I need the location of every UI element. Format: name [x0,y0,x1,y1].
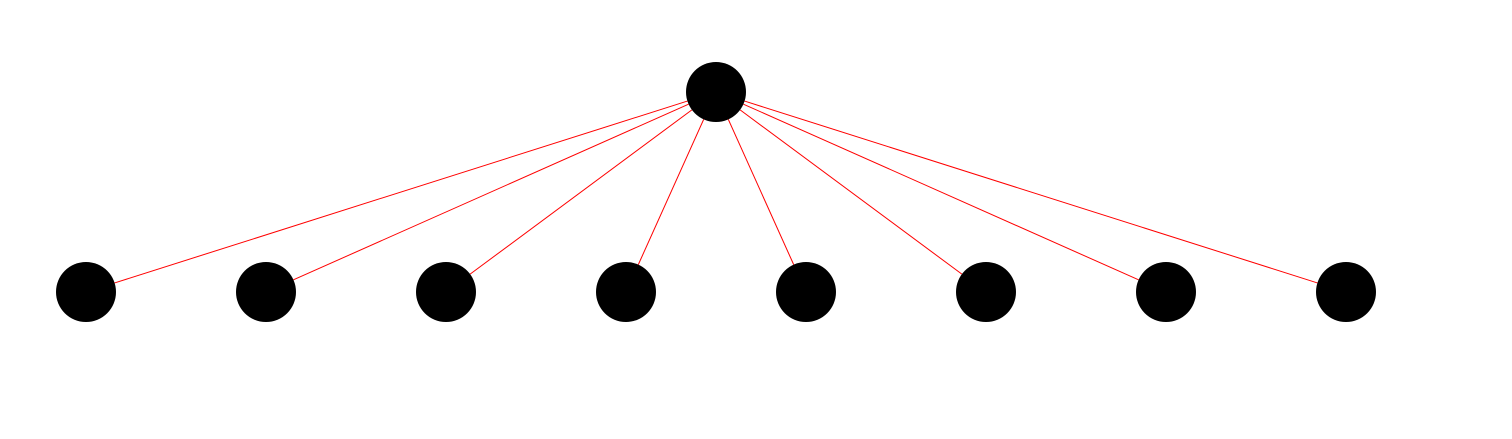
edge-root-to-child-7 [743,103,1139,281]
child-node-child-8 [1316,262,1376,322]
child-node-child-4 [596,262,656,322]
edge-root-to-child-4 [637,119,705,265]
child-node-child-3 [416,262,476,322]
root-node [686,62,746,122]
edges-group [114,100,1318,284]
child-node-child-1 [56,262,116,322]
edge-root-to-child-6 [739,109,963,275]
edge-root-to-child-8 [744,100,1318,284]
edge-root-to-child-2 [293,103,689,281]
edge-root-to-child-1 [114,100,688,284]
child-node-child-2 [236,262,296,322]
nodes-group [56,62,1376,322]
edge-root-to-child-5 [727,119,795,265]
child-node-child-6 [956,262,1016,322]
child-node-child-7 [1136,262,1196,322]
edge-root-to-child-3 [469,109,693,275]
child-node-child-5 [776,262,836,322]
